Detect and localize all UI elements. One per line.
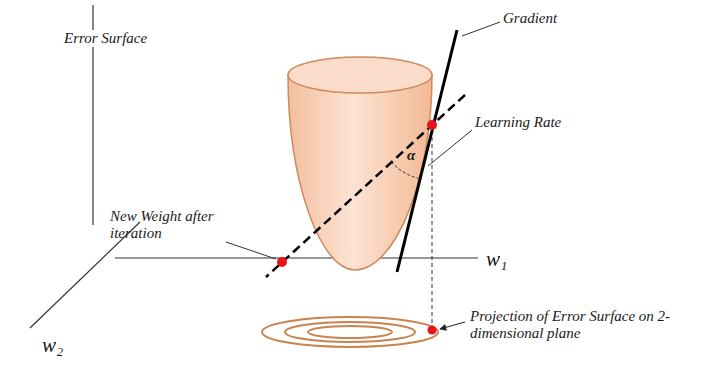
gradient-line: [397, 30, 457, 272]
contour-ring: [262, 317, 438, 347]
gradient-label: Gradient: [503, 10, 557, 27]
error-bowl: [288, 75, 432, 270]
angle-arc: [391, 162, 418, 178]
angle-symbol: α: [407, 147, 415, 164]
leader-line: [428, 130, 472, 166]
axis-name: w₂: [42, 333, 63, 357]
contour-ring: [285, 322, 415, 342]
leader-line: [462, 22, 500, 36]
leader-line: [226, 242, 276, 259]
w1-axis: [115, 257, 478, 258]
projection-label: Projection of Error Surface on 2-dimensi…: [470, 308, 710, 343]
new-weight-label: New Weight after iteration: [110, 208, 232, 243]
projection-dot: [428, 326, 437, 335]
learning-rate-label: Learning Rate: [475, 114, 561, 131]
projection-line: [432, 130, 433, 326]
axis-title: Error Surface: [62, 30, 149, 47]
axis-name: w₁: [486, 247, 507, 271]
new-weight-dot: [277, 257, 287, 267]
step-line: [266, 95, 465, 277]
leader-arrow: [440, 322, 465, 329]
contour-ring: [308, 326, 392, 338]
current-weight-dot: [427, 120, 437, 130]
bowl-rim: [288, 57, 432, 93]
